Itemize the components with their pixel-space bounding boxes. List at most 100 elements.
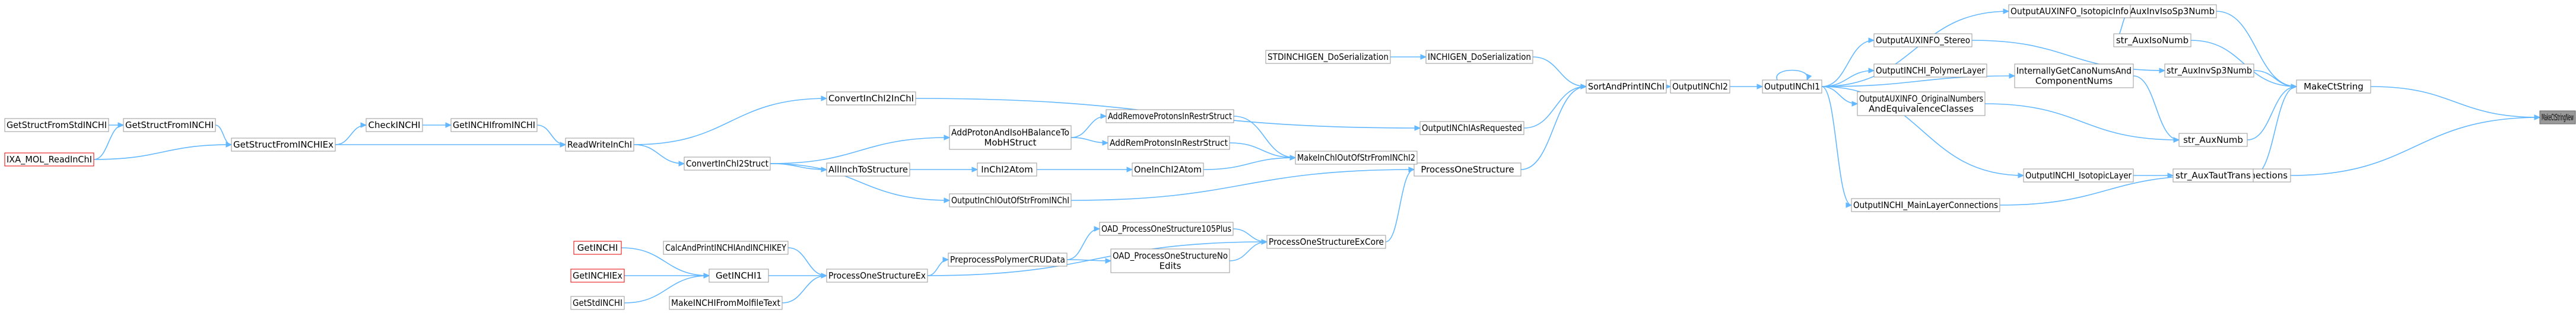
- edge-preprocess-polymer-crudata-to-oad-process-one-structure105-plus: [1066, 226, 1101, 260]
- node-label: GetStdINCHI: [573, 298, 622, 308]
- node-label: OutputInChIOutOfStrFromINChI: [951, 195, 1069, 206]
- node-get-struct-from-inchi[interactable]: GetStructFromINCHI: [123, 118, 216, 132]
- node-label: OutputINCHI_IsotopicLayer: [2025, 170, 2132, 181]
- node-make-inchifrom-molfile-text[interactable]: MakeINCHIFromMolfileText: [669, 296, 783, 310]
- edge-process-one-structure-ex-core-to-process-one-structure: [1385, 167, 1415, 242]
- edge-str-connections-to-make-ct-string-new: [2290, 114, 2541, 176]
- node-calc-and-print-inchiand-inchikey[interactable]: CalcAndPrintINCHIAndINCHIKEY: [663, 241, 789, 255]
- node-output-auxinfo-isotopic-info[interactable]: OutputAUXINFO_IsotopicInfo: [2008, 4, 2131, 18]
- node-label: IXA_MOL_ReadInChI: [7, 154, 92, 165]
- node-label: OutputINCHI_MainLayerConnections: [1853, 200, 1998, 211]
- node-str-aux-taut-trans[interactable]: str_AuxTautTrans: [2172, 168, 2254, 183]
- node-label: ProcessOneStructureEx: [828, 270, 926, 281]
- edge-process-one-structure-ex-to-process-one-structure-ex-core: [927, 239, 1268, 276]
- node-oad-process-one-structure105-plus[interactable]: OAD_ProcessOneStructure105Plus: [1099, 222, 1234, 236]
- node-label: OutputINCHI_PolymerLayer: [1876, 65, 1986, 76]
- node-process-one-structure-ex-core[interactable]: ProcessOneStructureExCore: [1266, 235, 1386, 249]
- node-output-auxinfo-original-numbers-and-equivalence-classes[interactable]: OutputAUXINFO_OriginalNumbersAndEquivale…: [1857, 91, 1986, 116]
- node-get-inchi1[interactable]: GetINCHI1: [709, 269, 769, 283]
- node-inchigen-do-serialization[interactable]: INCHIGEN_DoSerialization: [1425, 50, 1533, 64]
- node-output-inchi-isotopic-layer[interactable]: OutputINCHI_IsotopicLayer: [2023, 168, 2134, 183]
- node-get-struct-from-inchiex[interactable]: GetStructFromINCHIEx: [231, 138, 336, 152]
- edge-get-std-inchi-to-get-inchi1: [624, 273, 710, 304]
- edge-all-inch-to-structure-to-in-ch-i2-atom: [909, 167, 979, 173]
- node-label: CalcAndPrintINCHIAndINCHIKEY: [665, 242, 787, 253]
- node-label: MobHStruct: [984, 138, 1036, 148]
- node-label: AddRemoveProtonsInRestrStruct: [1108, 111, 1232, 122]
- edge-in-ch-i2-atom-to-one-in-ch-i2-atom: [1036, 167, 1133, 173]
- edge-read-write-in-ch-i-to-convert-in-ch-i2-struct: [633, 144, 685, 167]
- node-label: ConvertInChI2Struct: [686, 158, 768, 169]
- node-read-write-in-ch-i[interactable]: ReadWriteInChI: [565, 138, 634, 152]
- node-label: OutputINChI1: [1764, 81, 1820, 92]
- node-output-inch-ias-requested[interactable]: OutputINChIAsRequested: [1419, 121, 1524, 135]
- node-get-struct-from-std-inchi[interactable]: GetStructFromStdINCHI: [4, 118, 109, 132]
- edge-output-in-ch-iout-of-str-from-inch-i-to-process-one-structure: [1071, 167, 1415, 201]
- node-label: GetStructFromINCHI: [125, 120, 214, 130]
- node-process-one-structure-ex[interactable]: ProcessOneStructureEx: [826, 269, 928, 283]
- node-check-inchi[interactable]: CheckINCHI: [366, 118, 423, 132]
- edge-preprocess-polymer-crudata-to-oad-process-one-structure-no-edits: [1066, 258, 1112, 264]
- node-label: str_AuxInvIsoSp3Numb: [2114, 6, 2215, 17]
- node-get-inchifrom-inchi[interactable]: GetINCHIfromINCHI: [450, 118, 538, 132]
- edge-ixa-mol-read-in-ch-i-to-get-struct-from-inchiex: [93, 142, 233, 160]
- edge-make-inchifrom-molfile-text-to-process-one-structure-ex: [782, 273, 828, 304]
- node-get-std-inchi[interactable]: GetStdINCHI: [570, 296, 625, 310]
- node-preprocess-polymer-crudata[interactable]: PreprocessPolymerCRUData: [948, 253, 1068, 267]
- node-label: SortAndPrintINChI: [1588, 81, 1665, 92]
- node-label: InternallyGetCanoNumsAnd: [2016, 66, 2132, 76]
- node-str-aux-numb[interactable]: str_AuxNumb: [2178, 133, 2248, 147]
- node-label: STDINCHIGEN_DoSerialization: [1268, 52, 1389, 63]
- node-output-inch-i2[interactable]: OutputINChI2: [1670, 79, 1730, 94]
- node-label: MakeCtStringNew: [2542, 112, 2574, 123]
- node-label: str_AuxNumb: [2183, 135, 2243, 146]
- edge-ixa-mol-read-in-ch-i-to-get-struct-from-inchi: [93, 122, 125, 160]
- node-sort-and-print-inch-i[interactable]: SortAndPrintINChI: [1586, 79, 1667, 94]
- node-get-inchi[interactable]: GetINCHI: [573, 241, 622, 255]
- node-convert-in-ch-i2-in-ch-i[interactable]: ConvertInChI2InChI: [826, 91, 916, 106]
- node-output-inchi-polymer-layer[interactable]: OutputINCHI_PolymerLayer: [1873, 63, 1987, 78]
- edge-output-inch-ias-requested-to-sort-and-print-inch-i: [1523, 84, 1587, 129]
- node-one-in-ch-i2-atom[interactable]: OneInChI2Atom: [1132, 162, 1204, 177]
- node-output-auxinfo-stereo[interactable]: OutputAUXINFO_Stereo: [1873, 33, 1973, 47]
- edge-output-inchi-isotopic-layer-to-str-aux-taut-trans: [2133, 173, 2174, 178]
- node-make-in-ch-iout-of-str-from-inch-i2[interactable]: MakeInChIOutOfStrFromINChI2: [1295, 151, 1418, 165]
- node-label: GetINCHI: [577, 242, 618, 253]
- node-label: str_AuxInvSp3Numb: [2167, 65, 2252, 76]
- node-str-aux-iso-numb[interactable]: str_AuxIsoNumb: [2113, 33, 2191, 47]
- node-output-inch-i1[interactable]: OutputINChI1: [1762, 79, 1822, 94]
- edge-get-struct-from-inchiex-to-read-write-in-ch-i: [335, 142, 567, 148]
- node-label: InChI2Atom: [981, 164, 1033, 175]
- node-add-remove-protons-in-restr-struct[interactable]: AddRemoveProtonsInRestrStruct: [1106, 109, 1234, 123]
- node-get-inchiex[interactable]: GetINCHIEx: [570, 269, 625, 283]
- node-label: ComponentNums: [2035, 76, 2113, 87]
- edge-check-inchi-to-get-inchifrom-inchi: [422, 122, 452, 128]
- node-convert-in-ch-i2-struct[interactable]: ConvertInChI2Struct: [684, 156, 771, 171]
- node-output-inchi-main-layer-connections[interactable]: OutputINCHI_MainLayerConnections: [1851, 198, 2000, 212]
- node-add-rem-protons-in-restr-struct[interactable]: AddRemProtonsInRestrStruct: [1107, 136, 1230, 150]
- node-all-inch-to-structure[interactable]: AllInchToStructure: [826, 162, 910, 177]
- node-label: Edits: [1160, 261, 1181, 271]
- node-label: MakeInChIOutOfStrFromINChI2: [1297, 152, 1415, 163]
- node-ixa-mol-read-in-ch-i[interactable]: IXA_MOL_ReadInChI: [4, 152, 94, 167]
- node-label: AddRemProtonsInRestrStruct: [1110, 138, 1228, 148]
- node-label: GetINCHIfromINCHI: [453, 120, 535, 130]
- edge-output-inch-i1-to-output-auxinfo-stereo: [1821, 37, 1875, 87]
- node-label: GetStructFromINCHIEx: [233, 139, 333, 150]
- node-make-ct-string-new[interactable]: MakeCtStringNew: [2539, 110, 2576, 124]
- node-label: MakeINCHIFromMolfileText: [671, 298, 780, 308]
- node-label: OutputAUXINFO_OriginalNumbers: [1859, 94, 1983, 105]
- node-stdinchigen-do-serialization[interactable]: STDINCHIGEN_DoSerialization: [1265, 50, 1391, 64]
- node-label: AllInchToStructure: [828, 164, 908, 175]
- node-make-ct-string[interactable]: MakeCtString: [2296, 79, 2371, 94]
- node-str-aux-inv-iso-sp3-numb[interactable]: str_AuxInvIsoSp3Numb: [2112, 4, 2217, 18]
- node-output-in-ch-iout-of-str-from-inch-i[interactable]: OutputInChIOutOfStrFromINChI: [949, 193, 1072, 207]
- node-label: OneInChI2Atom: [1134, 164, 1202, 175]
- node-in-ch-i2-atom[interactable]: InChI2Atom: [977, 162, 1037, 177]
- node-str-aux-inv-sp3-numb[interactable]: str_AuxInvSp3Numb: [2164, 63, 2254, 78]
- node-process-one-structure[interactable]: ProcessOneStructure: [1414, 162, 1522, 177]
